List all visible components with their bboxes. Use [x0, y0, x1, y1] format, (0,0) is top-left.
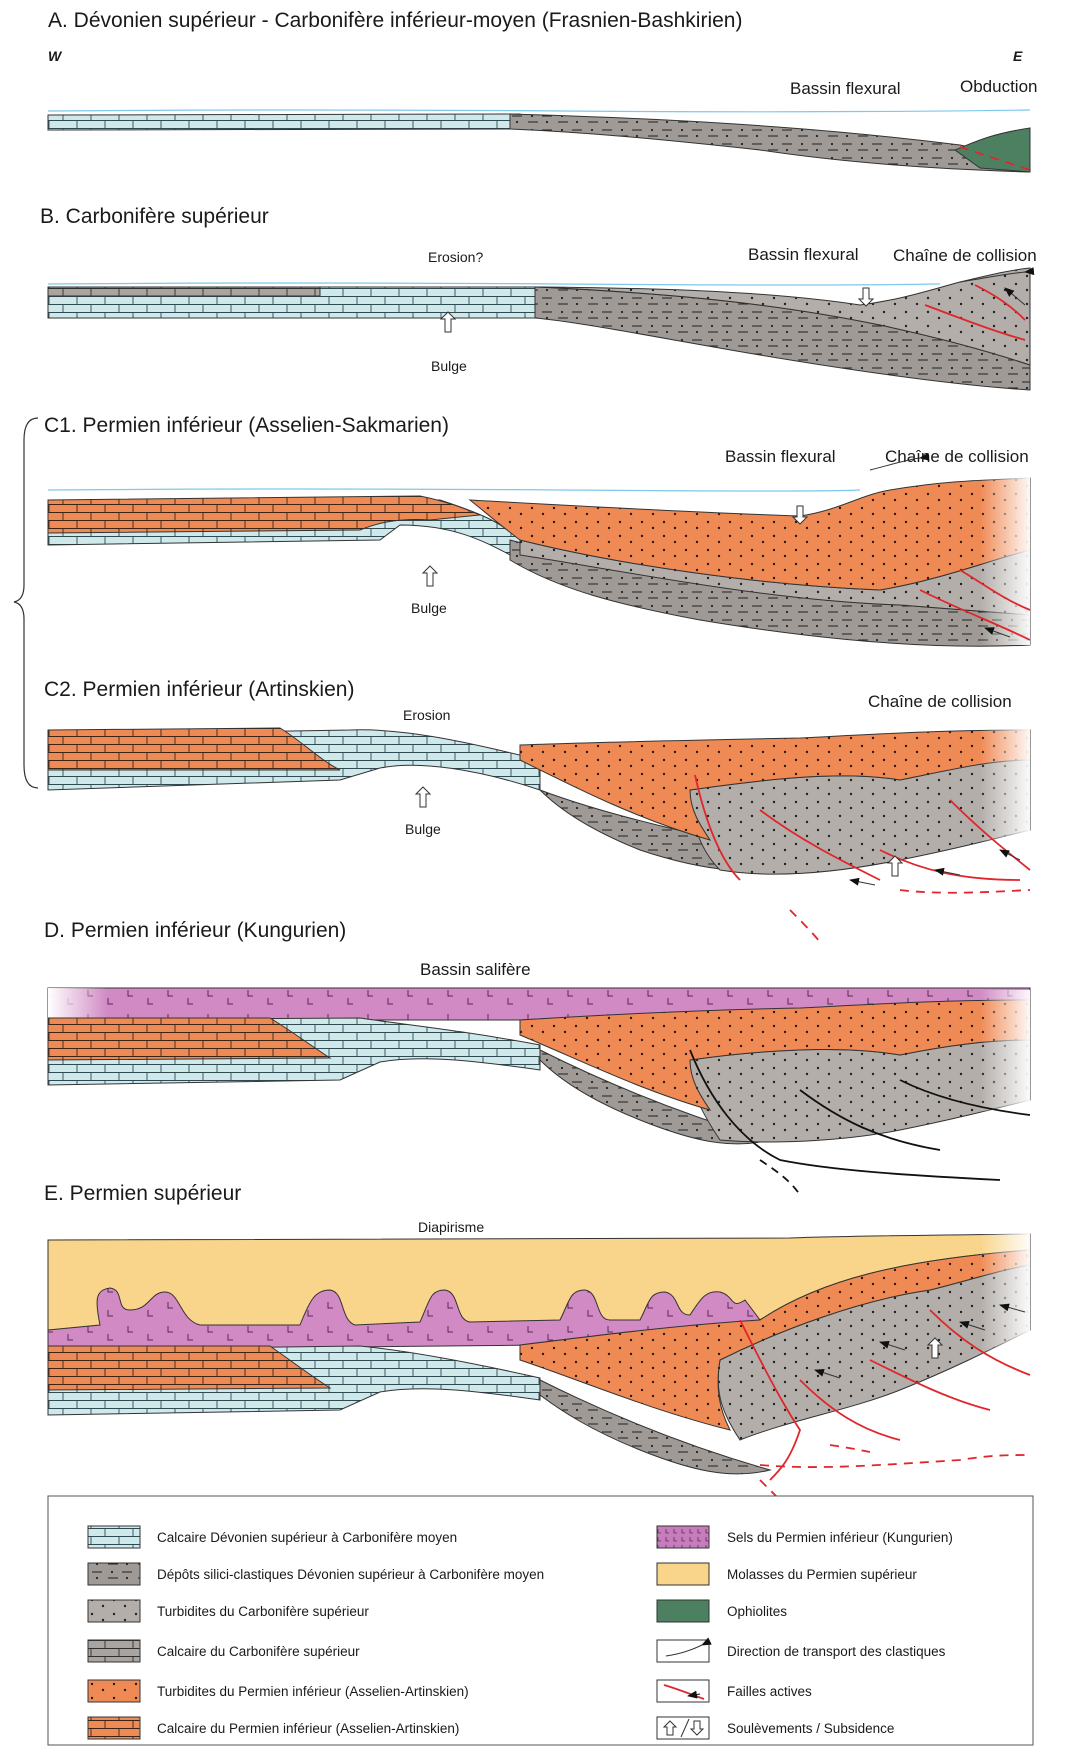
legend-swatch-siliciclastic — [88, 1563, 140, 1585]
legend-swatch-devonian-limestone — [88, 1526, 140, 1548]
section-c1: C1. Permien inférieur (Asselien-Sakmarie… — [44, 414, 1030, 646]
devonian-limestone-layer — [48, 114, 520, 130]
section-a-basin-label: Bassin flexural — [790, 79, 901, 98]
section-b-bulge-label: Bulge — [431, 358, 467, 374]
siliciclastic-layer — [510, 114, 1030, 172]
section-c2-erosion-label: Erosion — [403, 707, 450, 723]
legend-swatch-carboniferous-limestone — [88, 1640, 140, 1662]
fade-east — [980, 1232, 1030, 1382]
section-c2-collision-label: Chaîne de collision — [868, 692, 1012, 711]
section-b-collision-label: Chaîne de collision — [893, 246, 1037, 265]
section-b-erosion-label: Erosion? — [428, 249, 483, 265]
legend-label: Soulèvements / Subsidence — [727, 1721, 894, 1736]
fade-east — [980, 475, 1030, 645]
bulge-arrow-icon — [423, 566, 437, 586]
section-c2: C2. Permien inférieur (Artinskien) Erosi… — [44, 678, 1030, 942]
carboniferous-limestone-layer — [48, 287, 320, 296]
fade-west — [48, 988, 108, 1020]
section-d-title: D. Permien inférieur (Kungurien) — [44, 919, 346, 942]
section-a: A. Dévonien supérieur - Carbonifère infé… — [48, 9, 1038, 172]
legend-label: Dépôts silici-clastiques Dévonien supéri… — [157, 1567, 544, 1582]
legend-label: Sels du Permien inférieur (Kungurien) — [727, 1530, 953, 1545]
section-c1-basin-label: Bassin flexural — [725, 447, 836, 466]
section-c1-bulge-label: Bulge — [411, 600, 447, 616]
section-c2-title: C2. Permien inférieur (Artinskien) — [44, 678, 354, 701]
legend-uplift-subsidence-icon — [657, 1717, 709, 1739]
legend-transport-arrow-icon — [657, 1640, 709, 1662]
inferred-fault — [760, 1455, 1030, 1467]
legend-swatch-ophiolite — [657, 1600, 709, 1622]
section-c1-title: C1. Permien inférieur (Asselien-Sakmarie… — [44, 414, 449, 437]
legend-swatch-molasse — [657, 1563, 709, 1585]
east-label: E — [1013, 48, 1023, 64]
legend-fault-icon — [657, 1680, 709, 1702]
section-b-title: B. Carbonifère supérieur — [40, 205, 269, 228]
section-d-basin-label: Bassin salifère — [420, 960, 531, 979]
section-e-title: E. Permien supérieur — [44, 1182, 241, 1205]
legend-swatch-salt — [657, 1526, 709, 1548]
inferred-fault — [900, 890, 1030, 893]
inferred-fault — [830, 1445, 870, 1452]
section-c1-collision-label: Chaîne de collision — [885, 447, 1029, 466]
legend-swatch-permian-limestone — [88, 1717, 140, 1739]
legend-swatch-permian-turbidites — [88, 1680, 140, 1702]
inferred-fault — [760, 1160, 800, 1195]
sea-level-line — [48, 489, 860, 491]
legend-label: Failles actives — [727, 1684, 812, 1699]
legend-label: Calcaire du Carbonifère supérieur — [157, 1644, 360, 1659]
section-c2-bulge-label: Bulge — [405, 821, 441, 837]
section-b: B. Carbonifère supérieur Erosion? Bassin… — [40, 205, 1037, 390]
section-d: D. Permien inférieur (Kungurien) Bassin … — [44, 919, 1030, 1195]
section-a-obduction-label: Obduction — [960, 77, 1038, 96]
legend-label: Calcaire du Permien inférieur (Asselien-… — [157, 1721, 459, 1736]
section-a-title: A. Dévonien supérieur - Carbonifère infé… — [48, 9, 742, 32]
west-label: W — [48, 48, 63, 64]
legend-label: Calcaire Dévonien supérieur à Carbonifèr… — [157, 1530, 457, 1545]
legend-label: Ophiolites — [727, 1604, 787, 1619]
section-b-basin-label: Bassin flexural — [748, 245, 859, 264]
section-bracket — [14, 418, 38, 788]
inferred-fault — [790, 910, 820, 942]
bulge-arrow-icon — [416, 787, 430, 807]
sea-level-line — [48, 110, 1030, 112]
legend-label: Turbidites du Carbonifère supérieur — [157, 1604, 369, 1619]
legend: Calcaire Dévonien supérieur à Carbonifèr… — [48, 1496, 1033, 1745]
legend-label: Molasses du Permien supérieur — [727, 1567, 917, 1582]
section-e: E. Permien supérieur Diapirisme — [44, 1182, 1030, 1510]
legend-label: Direction de transport des clastiques — [727, 1644, 946, 1659]
legend-label: Turbidites du Permien inférieur (Asselie… — [157, 1684, 469, 1699]
legend-swatch-carboniferous-turbidites — [88, 1600, 140, 1622]
sea-level-line — [48, 283, 940, 285]
thrust-arrow-icon — [850, 880, 875, 885]
section-e-diapirism-label: Diapirisme — [418, 1219, 484, 1235]
permian-limestone-layer — [48, 496, 480, 533]
